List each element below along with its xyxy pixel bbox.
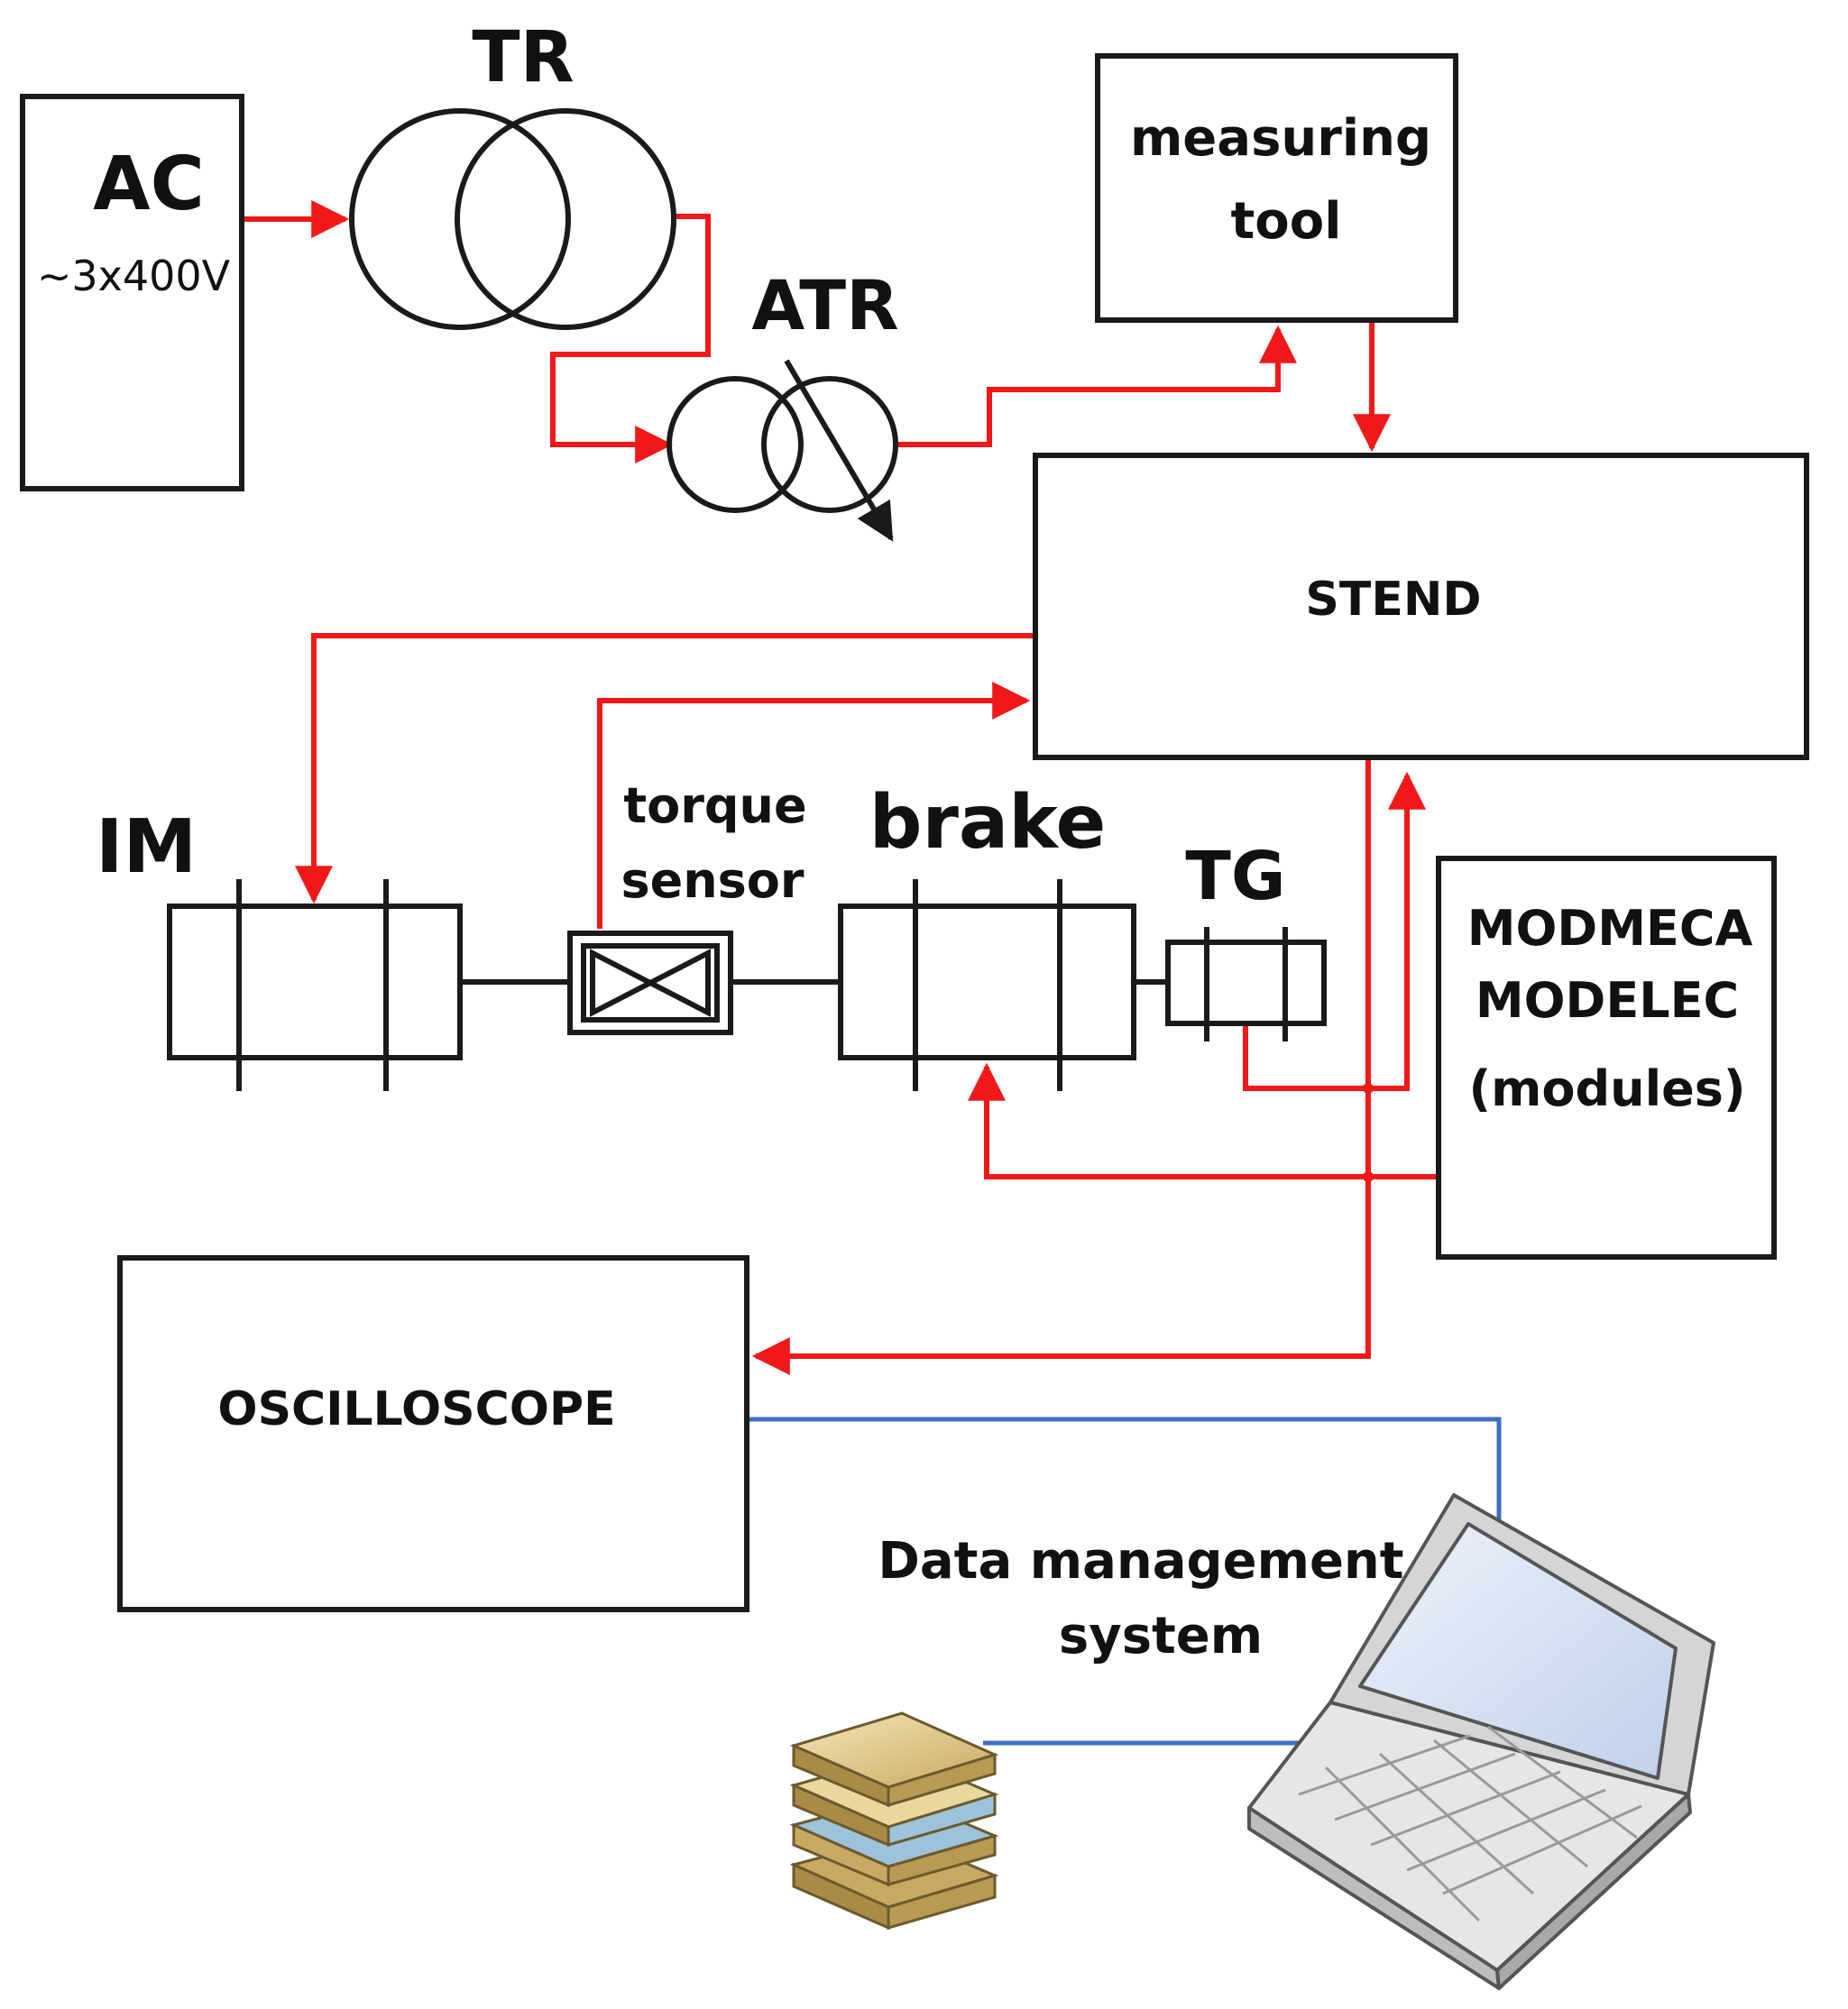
induction-motor (167, 879, 463, 1091)
line-sensor-to-stend (597, 682, 1031, 929)
line-stend-to-oscilloscope (751, 759, 1371, 1375)
tachogenerator-box (1165, 940, 1327, 1026)
data-management-label-line2: system (1059, 1607, 1263, 1665)
power-lines (242, 200, 1441, 1375)
oscilloscope-box (117, 1255, 749, 1612)
torque-sensor-label-line2: sensor (621, 852, 804, 909)
modules-label-line3: (modules) (1468, 1060, 1745, 1117)
transformer-icon (349, 108, 676, 330)
torque-sensor-icon (567, 931, 733, 1035)
measuring-tool-box (1095, 53, 1458, 323)
autotransformer-icon (667, 359, 898, 542)
tachogenerator (1165, 927, 1327, 1041)
tr-label: TR (472, 17, 574, 98)
brake (838, 879, 1136, 1091)
induction-motor-box (167, 904, 463, 1060)
stend: STEND (1033, 453, 1809, 760)
data-management-label-line1: Data management (878, 1532, 1403, 1591)
ac-source-box (20, 94, 244, 491)
torque-sensor-label-line1: torque (623, 777, 806, 834)
ac-source: AC ~3x400V (20, 94, 244, 491)
oscilloscope-label: OSCILLOSCOPE (217, 1382, 615, 1436)
junction-dot (1363, 1083, 1374, 1094)
oscilloscope: OSCILLOSCOPE (117, 1255, 749, 1612)
ac-label: AC (93, 142, 205, 227)
tg-label: TG (1185, 838, 1285, 915)
data-stack-icon (789, 1711, 999, 1931)
modules-label-line1: MODMECA (1467, 900, 1753, 957)
im-label: IM (96, 804, 197, 890)
measuring-tool-label-line2: tool (1231, 192, 1342, 251)
modules-label-line2: MODELEC (1476, 972, 1739, 1029)
line-modules-to-brake (968, 1062, 1441, 1179)
ac-voltage-label: ~3x400V (37, 252, 231, 300)
measuring-tool: measuring tool (1095, 53, 1458, 323)
line-atr-to-measuring (897, 325, 1297, 447)
modules: MODMECA MODELEC (modules) (1436, 856, 1777, 1260)
stend-box (1033, 453, 1809, 760)
measuring-tool-label-line1: measuring (1130, 109, 1431, 168)
stend-label: STEND (1305, 573, 1481, 627)
line-tr-to-atr (550, 214, 711, 463)
laptop-icon (1247, 1493, 1715, 1990)
brake-box (838, 904, 1136, 1060)
line-tg-to-stend (1243, 771, 1426, 1091)
line-stend-to-im (295, 633, 1037, 904)
brake-label: brake (869, 780, 1106, 866)
junction-dot (1363, 1171, 1374, 1182)
modules-box (1436, 856, 1777, 1260)
atr-label: ATR (751, 265, 898, 345)
